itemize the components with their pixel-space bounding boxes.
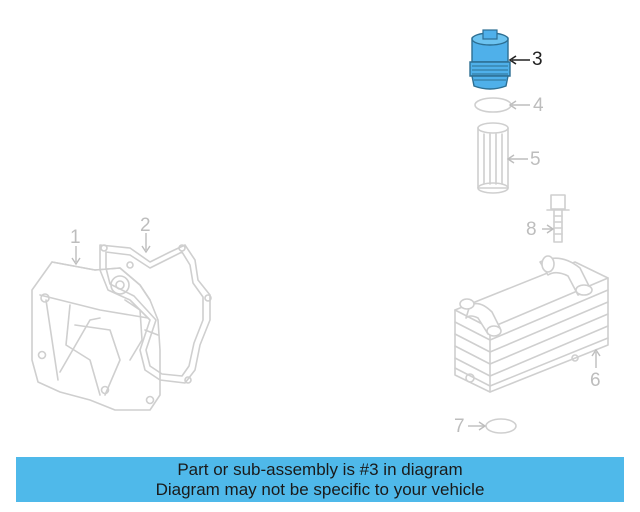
part-8-bolt — [546, 194, 570, 243]
part-2-gasket — [99, 244, 212, 384]
callout-3[interactable]: 3 — [532, 49, 543, 70]
part-1-housing — [31, 261, 161, 411]
callout-7[interactable]: 7 — [454, 416, 465, 437]
callout-6[interactable]: 6 — [590, 370, 601, 391]
info-banner: Part or sub-assembly is #3 in diagram Di… — [16, 457, 624, 502]
leader-lines — [71, 55, 601, 431]
banner-line-2: Diagram may not be specific to your vehi… — [155, 480, 485, 499]
callout-1[interactable]: 1 — [70, 227, 81, 248]
part-7-seal — [485, 418, 517, 434]
callout-2[interactable]: 2 — [140, 215, 151, 236]
callout-8[interactable]: 8 — [526, 219, 537, 240]
part-6-oil-cooler — [454, 255, 609, 393]
callout-4[interactable]: 4 — [533, 95, 544, 116]
part-4-o-ring — [474, 97, 512, 113]
banner-line-1: Part or sub-assembly is #3 in diagram — [177, 460, 463, 479]
part-3-filter-cap[interactable] — [469, 29, 511, 90]
callout-5[interactable]: 5 — [530, 149, 541, 170]
part-5-filter-element — [477, 122, 509, 194]
